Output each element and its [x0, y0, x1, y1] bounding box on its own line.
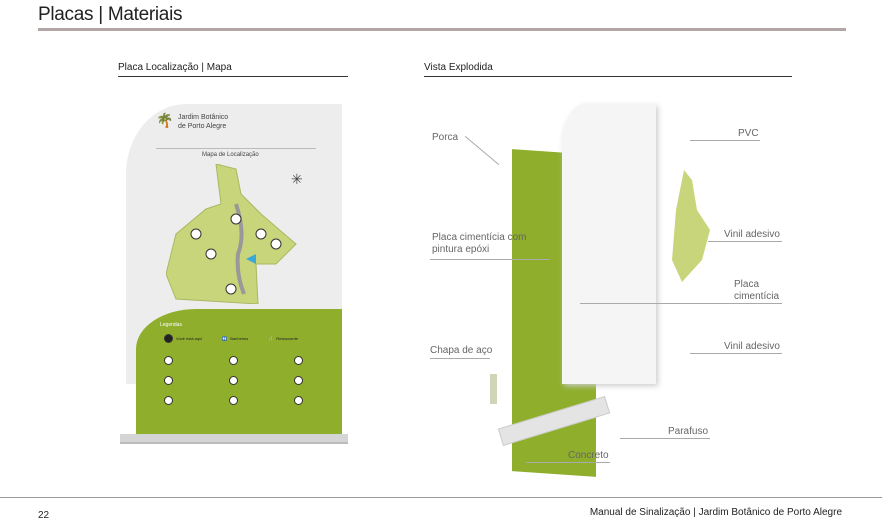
label-vinil-2: Vinil adesivo: [724, 341, 780, 352]
vinyl-map-sheet: [672, 170, 710, 282]
label-placa-1: Placa: [734, 279, 760, 290]
restroom-icon: 🚻: [222, 336, 228, 341]
label-chapa: Chapa de aço: [430, 345, 493, 356]
legend-restaurant: Restaurante: [276, 336, 299, 341]
legend-restrooms: Banheiros: [230, 336, 249, 341]
leader-line: [464, 135, 500, 166]
page-number: 22: [38, 510, 50, 521]
sign-green-panel: [136, 309, 342, 436]
legend-top-row: Você está aqui 🚻Banheiros 🍴Restaurante: [164, 334, 298, 343]
label-concreto: Concreto: [568, 450, 609, 461]
legend-title: Legendas: [160, 322, 182, 328]
svg-text:✳: ✳: [291, 171, 303, 187]
leader-line: [708, 241, 782, 242]
legend-you-are-here: Você está aqui: [176, 336, 203, 341]
legend-icons-row: [164, 356, 303, 365]
brand-line2: de Porto Alegre: [178, 123, 227, 130]
leader-line: [620, 438, 710, 439]
label-pvc: PVC: [738, 128, 759, 139]
location-sign-illustration: 🌴 Jardim Botânico de Porto Alegre Mapa d…: [120, 104, 348, 444]
right-heading: Vista Explodida: [424, 62, 493, 73]
leader-line: [430, 259, 550, 260]
legend-icons-row: [164, 396, 303, 405]
steel-plate: [490, 374, 497, 404]
sign-base: [120, 434, 348, 444]
leader-line: [690, 140, 760, 141]
you-are-here-icon: [164, 334, 173, 343]
label-placa-2: cimentícia: [734, 291, 780, 302]
label-placa-epoxi-2: pintura epóxi: [432, 244, 490, 255]
map-title: Mapa de Localização: [202, 152, 259, 158]
palm-logo-icon: 🌴: [156, 112, 174, 128]
footer-text: Manual de Sinalização | Jardim Botânico …: [589, 507, 842, 518]
left-heading-rule: [118, 76, 348, 77]
page-title: Placas | Materiais: [38, 4, 183, 25]
leader-line: [526, 462, 610, 463]
sign-divider: [156, 148, 316, 149]
legend-icons-row: [164, 376, 303, 385]
title-rule: [38, 28, 846, 31]
label-parafuso: Parafuso: [668, 426, 709, 437]
left-heading: Placa Localização | Mapa: [118, 62, 232, 73]
white-pvc-panel: [562, 104, 656, 384]
brand-line1: Jardim Botânico: [178, 114, 229, 121]
leader-line: [430, 358, 490, 359]
park-map: ✳: [166, 164, 303, 304]
label-placa-epoxi-1: Placa cimentícia com: [432, 232, 527, 243]
footer-rule: [0, 497, 882, 498]
leader-line: [580, 303, 782, 304]
label-porca: Porca: [432, 132, 459, 143]
label-vinil-1: Vinil adesivo: [724, 229, 780, 240]
restaurant-icon: 🍴: [268, 336, 274, 341]
leader-line: [690, 353, 782, 354]
right-heading-rule: [424, 76, 792, 77]
